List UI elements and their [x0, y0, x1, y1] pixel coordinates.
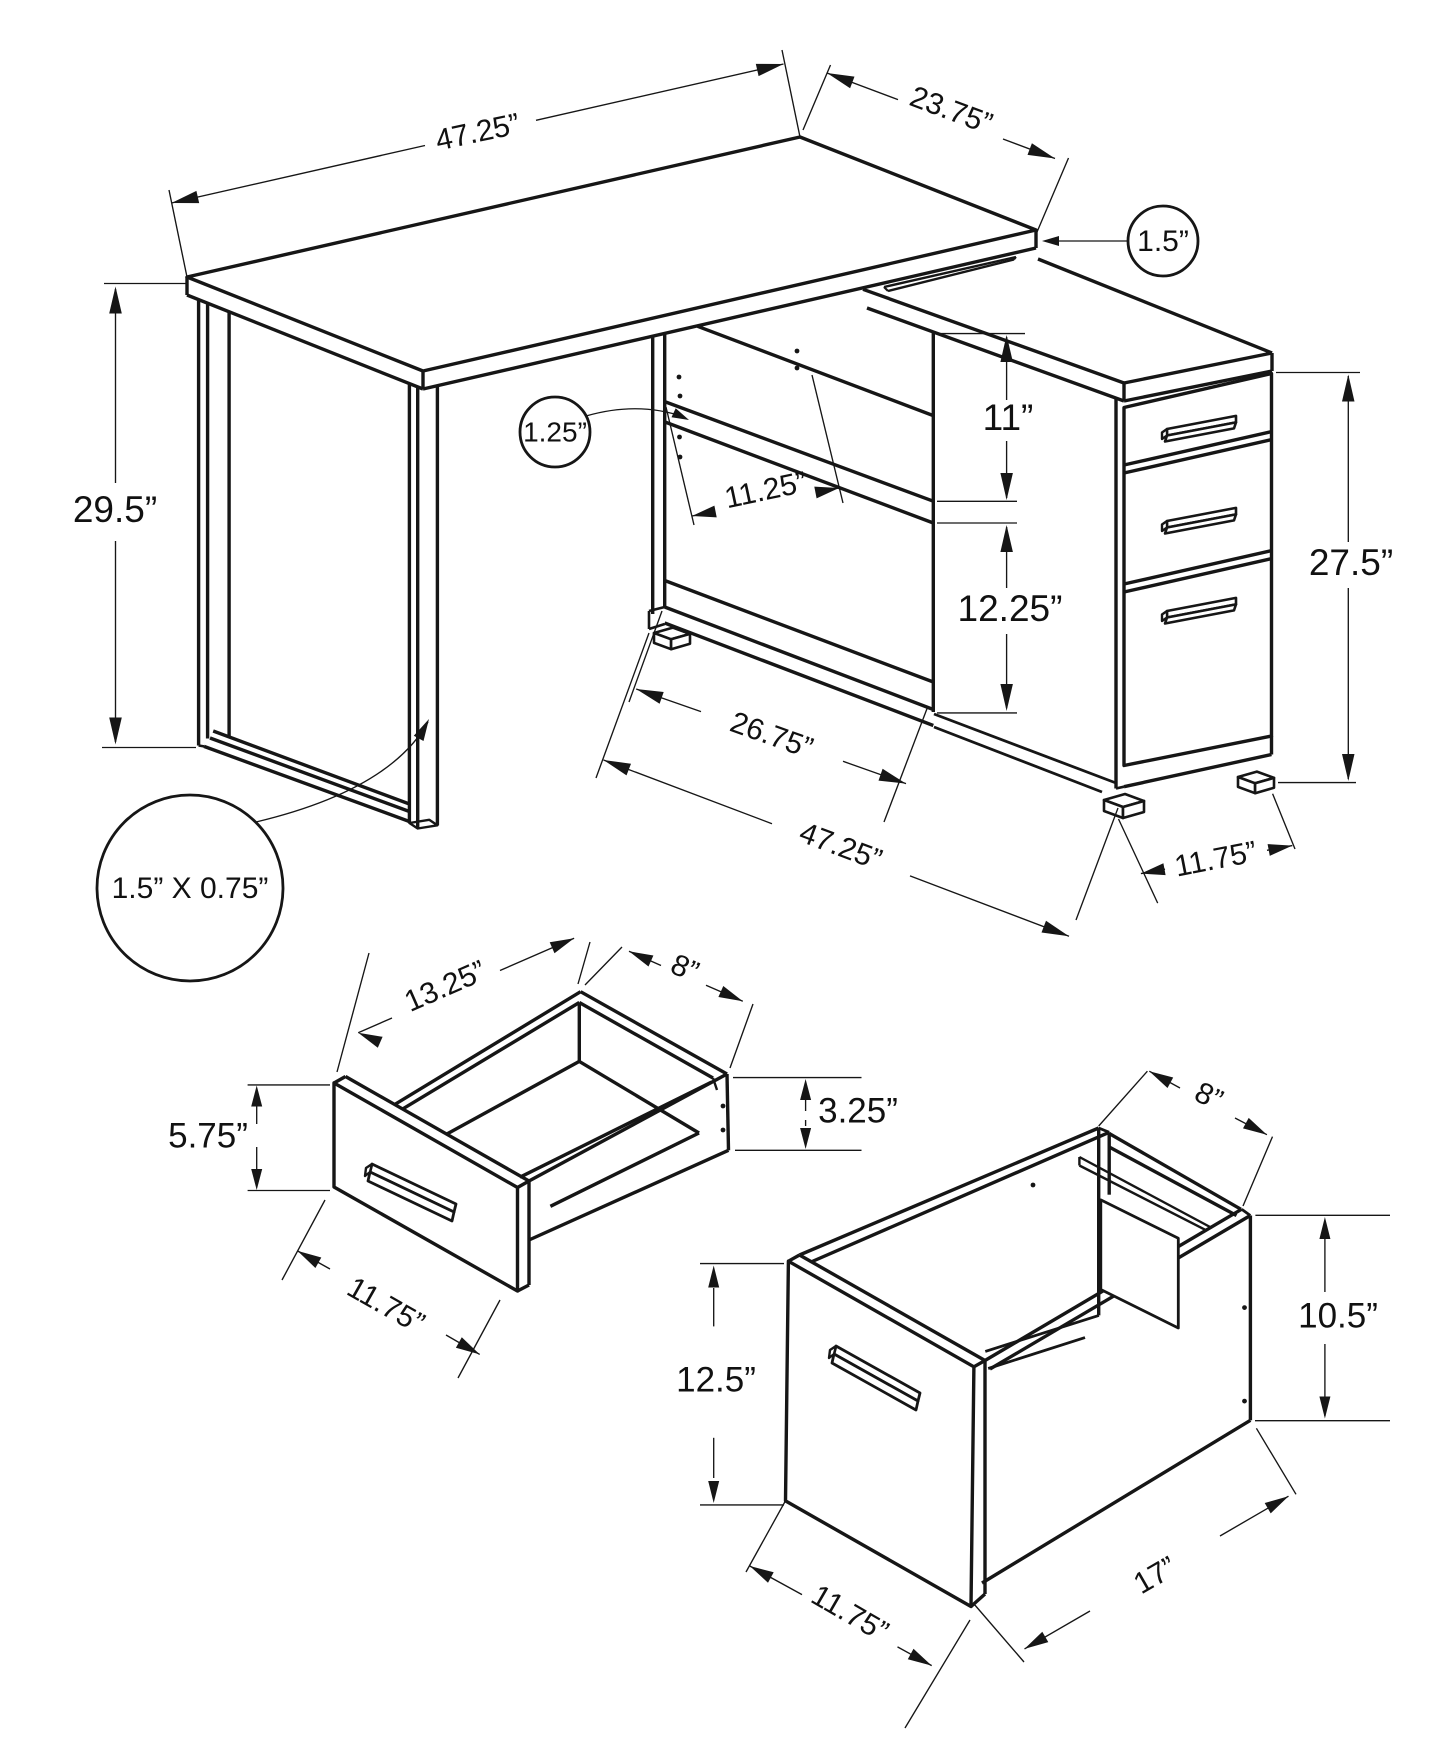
svg-text:27.5”: 27.5” — [1309, 542, 1393, 583]
svg-text:1.5”: 1.5” — [1137, 225, 1189, 258]
svg-text:29.5”: 29.5” — [73, 489, 157, 530]
svg-text:1.5” X 0.75”: 1.5” X 0.75” — [112, 872, 269, 905]
svg-text:12.5”: 12.5” — [676, 1360, 756, 1399]
svg-text:12.25”: 12.25” — [958, 588, 1063, 629]
svg-text:5.75”: 5.75” — [168, 1116, 248, 1155]
svg-text:3.25”: 3.25” — [818, 1091, 898, 1130]
svg-text:11”: 11” — [983, 397, 1034, 438]
svg-text:1.25”: 1.25” — [523, 416, 587, 447]
svg-text:10.5”: 10.5” — [1298, 1296, 1378, 1335]
